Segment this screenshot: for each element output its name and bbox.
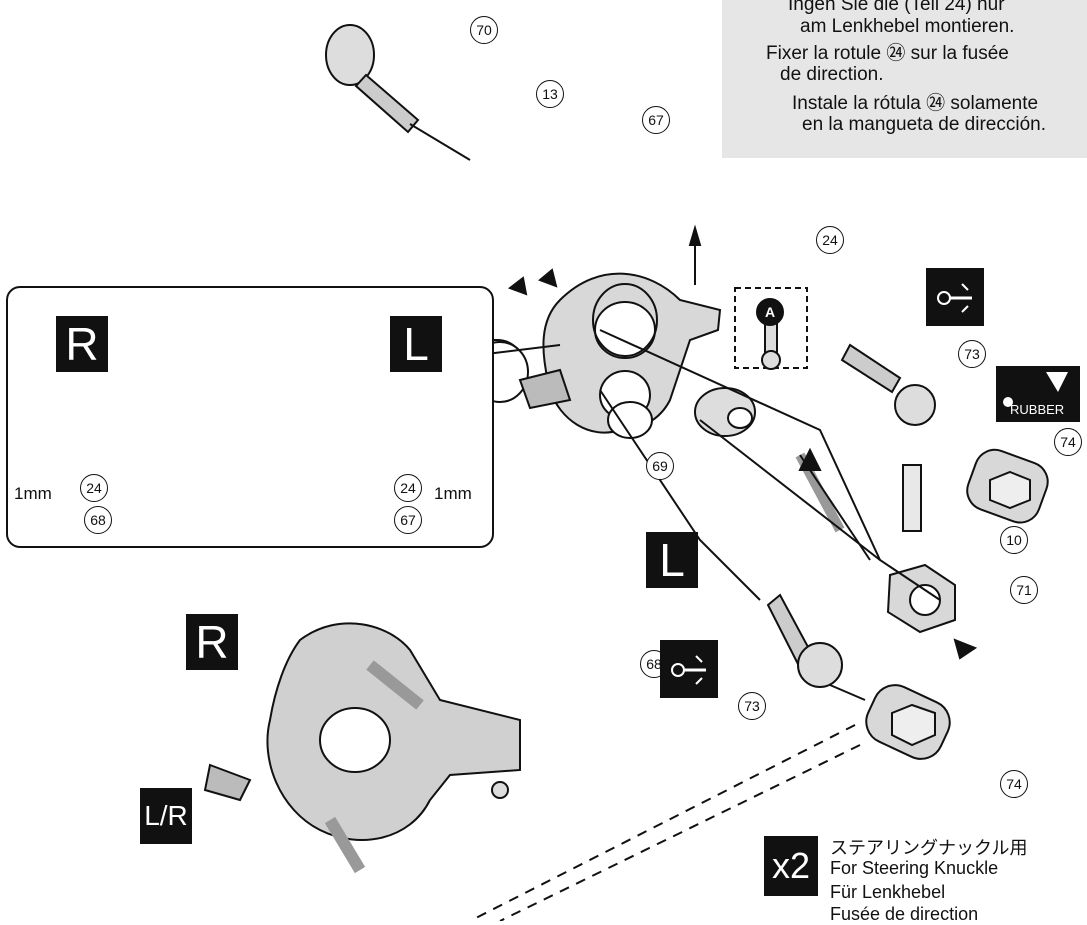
callout-74-lower: 74: [1000, 770, 1028, 798]
note-line-3: Fixer la rotule ㉔ sur la fusée: [766, 43, 1009, 64]
callout-13: 13: [536, 80, 564, 108]
caption-line-1: ステアリングナックル用: [830, 838, 1028, 858]
callout-73-upper: 73: [958, 340, 986, 368]
note-line-2: am Lenkhebel montieren.: [800, 16, 1015, 37]
callout-10: 10: [1000, 526, 1028, 554]
assembled-knuckle-r: [203, 622, 521, 874]
dimension-right: 1mm: [14, 484, 52, 503]
part-71-nut: [886, 563, 956, 634]
note-line-1: Ingen Sie die (Teil 24) nur: [788, 0, 1005, 15]
part-24-ballstud: [761, 319, 781, 370]
callout-70: 70: [470, 16, 498, 44]
note-line-4: de direction.: [780, 64, 884, 85]
part-73-screw-lower: [766, 593, 843, 688]
note-line-5: Instale la rótula ㉔ solamente: [792, 93, 1039, 114]
rubber-label: RUBBER: [1010, 402, 1065, 417]
left-side-label: L: [646, 532, 698, 588]
right-tag: R: [56, 316, 108, 372]
callout-74-upper: 74: [1054, 428, 1082, 456]
dimension-left: 1mm: [434, 484, 472, 503]
inset-callout-68: 68: [84, 506, 112, 534]
part-70-screw: [325, 24, 471, 161]
inset-callout-24-right: 24: [80, 474, 108, 502]
part-73-screw-upper: [840, 343, 936, 426]
quantity-badge: x2: [764, 836, 818, 896]
driver-tool-icon-lower: [660, 640, 718, 698]
inset-panel: R L 1mm 1mm 24 68 24 67: [6, 286, 494, 548]
callout-24: 24: [816, 226, 844, 254]
inset-callout-67: 67: [394, 506, 422, 534]
part-74-insert-upper: [966, 448, 1049, 524]
detail-a-marker: A: [756, 298, 784, 326]
rubber-cement-icon: RUBBER: [996, 366, 1080, 422]
callout-67: 67: [642, 106, 670, 134]
callout-73-lower: 73: [738, 692, 766, 720]
right-side-label: R: [186, 614, 238, 670]
callout-69: 69: [646, 452, 674, 480]
driver-tool-icon: [926, 268, 984, 326]
left-tag: L: [390, 316, 442, 372]
part-69-bushing: [694, 387, 756, 437]
part-67-knuckle: [518, 272, 722, 439]
note-line-6: en la mangueta de dirección.: [802, 114, 1046, 135]
part-74-insert-lower: [865, 684, 951, 760]
caption-line-4: Fusée de direction: [830, 904, 979, 924]
caption-line-3: Für Lenkhebel: [830, 882, 946, 902]
caption-line-2: For Steering Knuckle: [830, 858, 999, 878]
instruction-note-box: Ingen Sie die (Teil 24) nur am Lenkhebel…: [722, 0, 1087, 158]
inset-callout-24-left: 24: [394, 474, 422, 502]
lr-tag: L/R: [140, 788, 192, 844]
callout-71: 71: [1010, 576, 1038, 604]
